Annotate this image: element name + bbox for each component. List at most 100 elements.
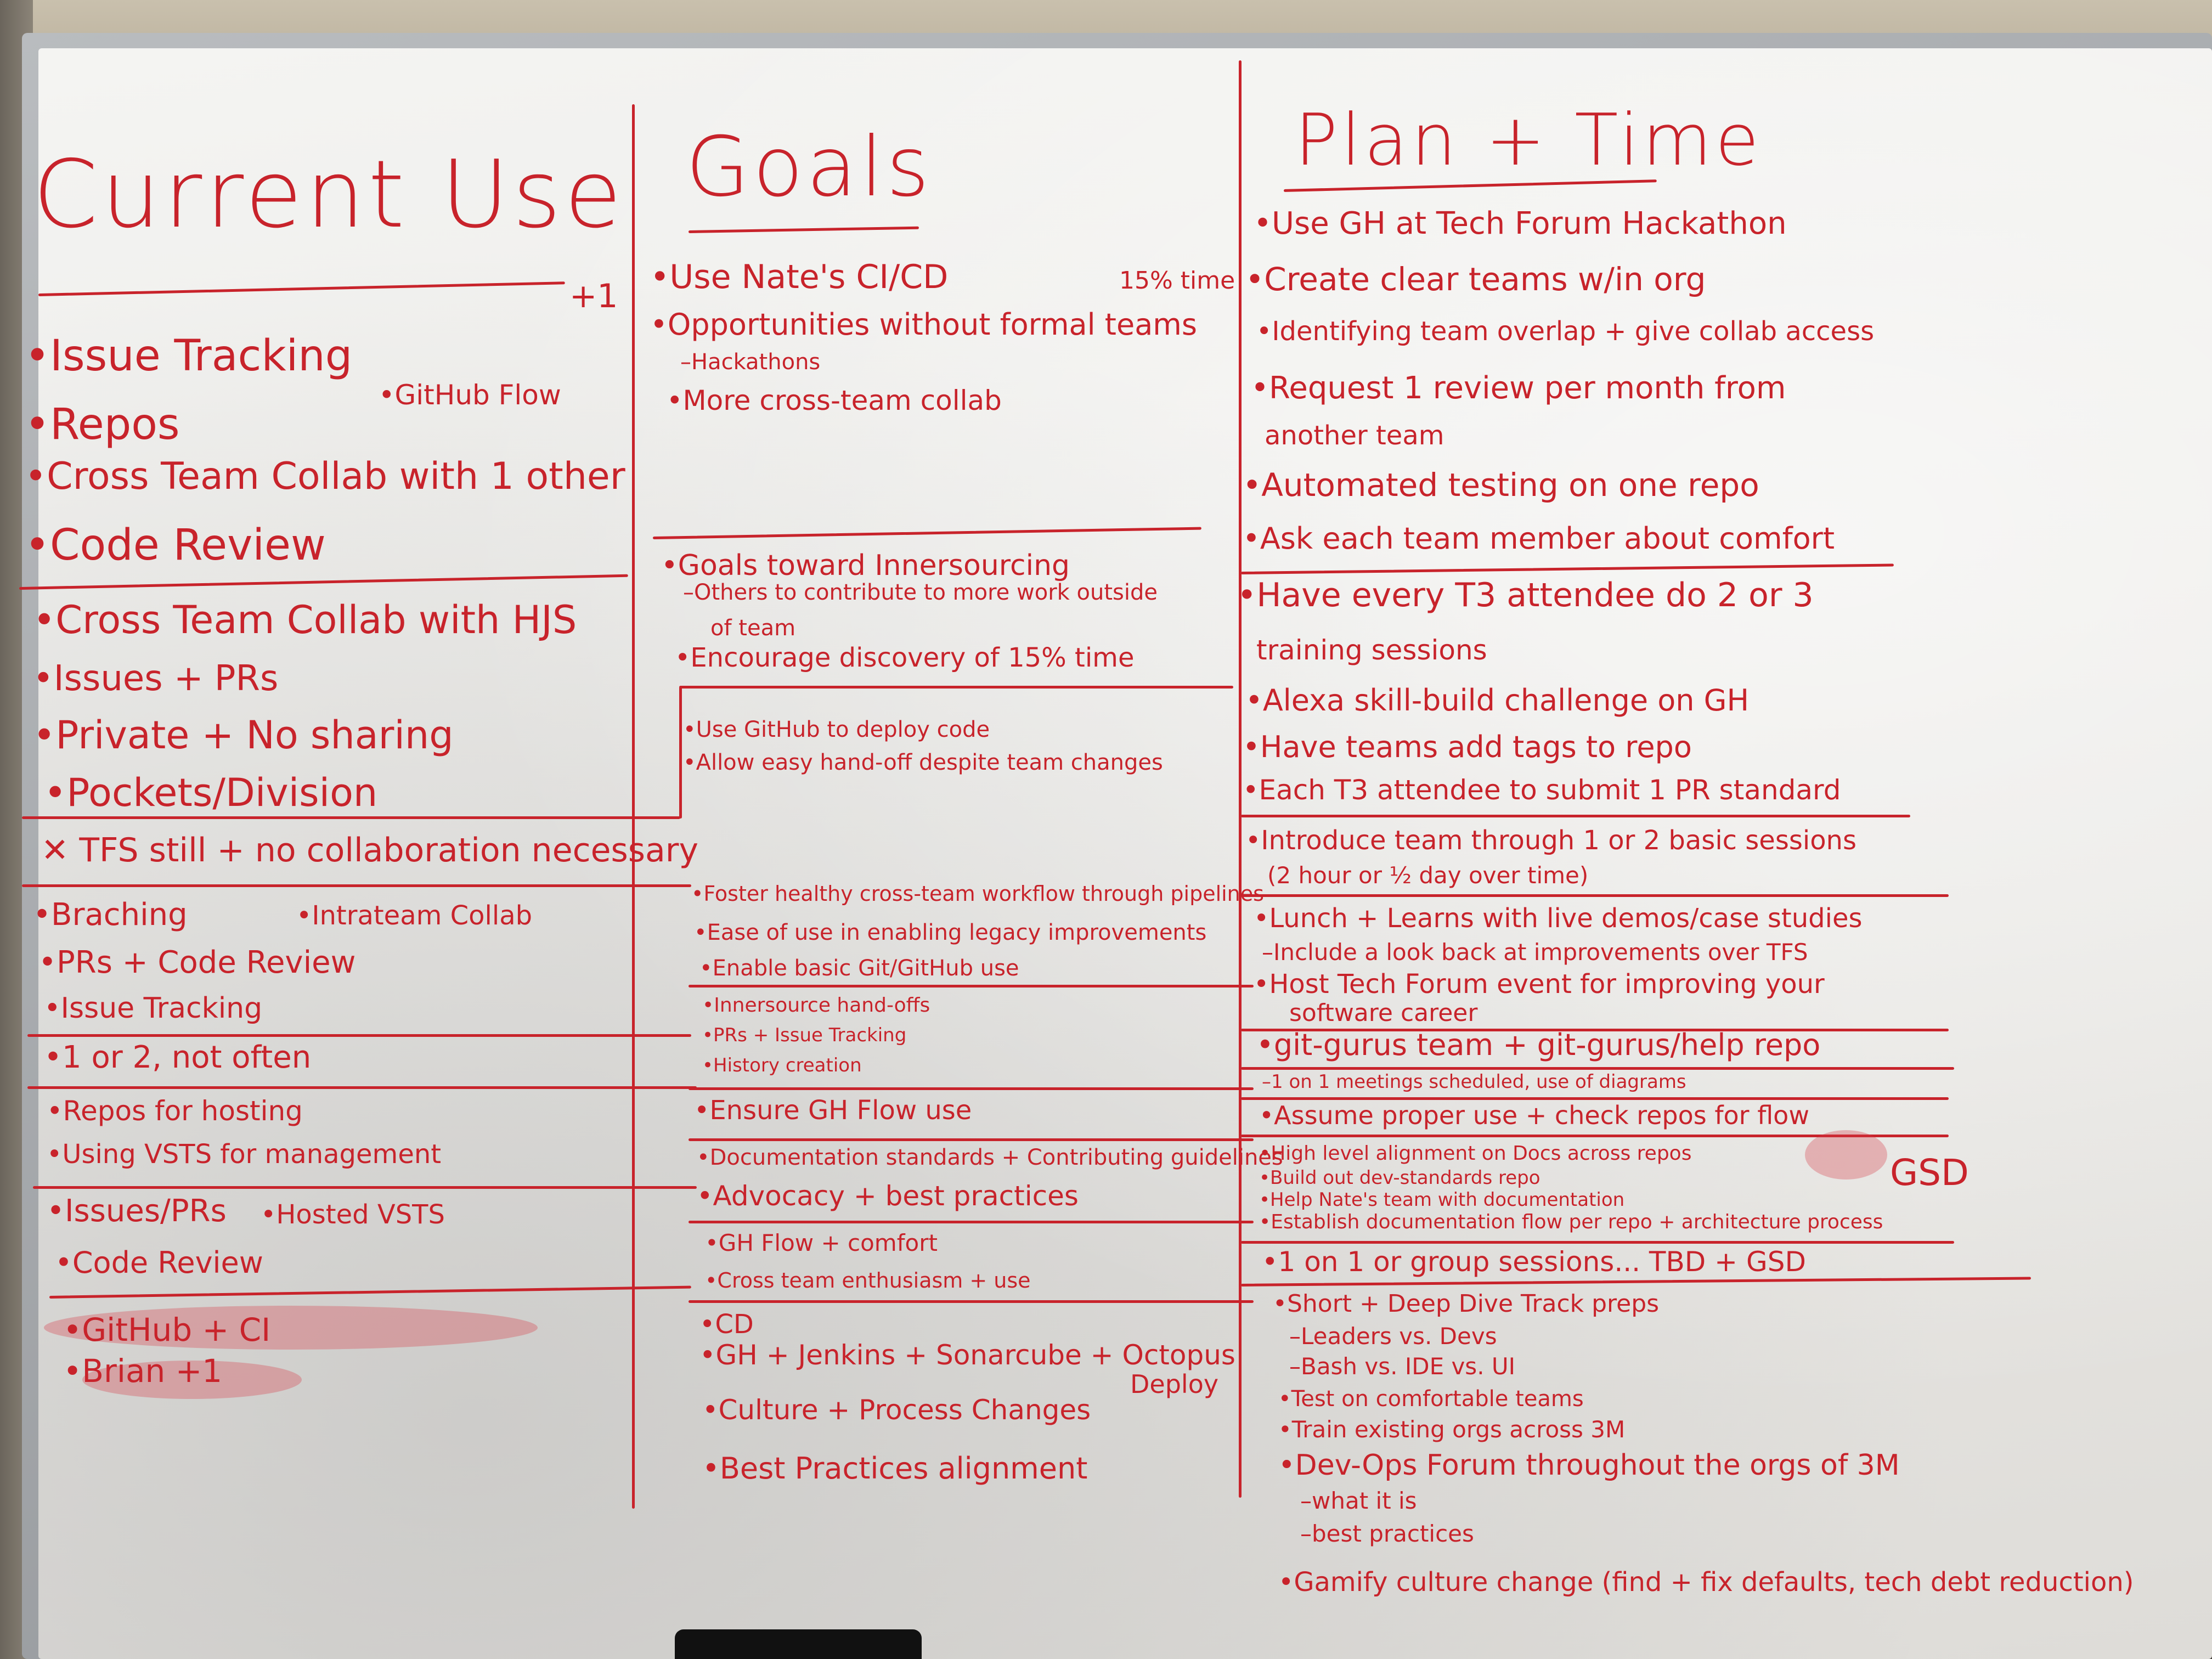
- list-item: •Introduce team through 1 or 2 basic ses…: [1245, 825, 1857, 856]
- list-item: •High level alignment on Docs across rep…: [1259, 1142, 1692, 1165]
- list-item: •Braching: [33, 897, 188, 933]
- list-item: •Use Nate's CI/CD: [650, 258, 949, 296]
- list-item: •Dev-Ops Forum throughout the orgs of 3M: [1278, 1449, 1900, 1482]
- list-item: •Have teams add tags to repo: [1243, 730, 1692, 764]
- list-item: –Include a look back at improvements ove…: [1262, 939, 1808, 966]
- list-item: •Cross Team Collab with 1 other: [25, 455, 625, 498]
- erased-smudge: [1805, 1130, 1887, 1180]
- list-item: •Each T3 attendee to submit 1 PR standar…: [1243, 774, 1841, 806]
- list-item: •Hosted VSTS: [261, 1199, 445, 1230]
- list-item: –1 on 1 meetings scheduled, use of diagr…: [1262, 1071, 1686, 1093]
- section-divider: [1241, 1135, 1949, 1137]
- section-divider: [33, 1186, 697, 1189]
- list-item: •PRs + Code Review: [38, 945, 356, 980]
- marker-tray: [675, 1629, 922, 1659]
- section-divider: [1241, 894, 1949, 897]
- list-item: –Leaders vs. Devs: [1289, 1323, 1497, 1350]
- list-item: •CD: [699, 1309, 754, 1340]
- section-divider: [1241, 1097, 1949, 1100]
- erased-smudge: [44, 1306, 538, 1350]
- current-use-header: Current Use: [33, 140, 625, 249]
- list-item: •git-gurus team + git-gurus/help repo: [1256, 1028, 1821, 1062]
- section-divider: [689, 985, 1254, 988]
- plus-one-note: +1: [569, 277, 618, 315]
- list-item: •GH + Jenkins + Sonarcube + Octopus: [699, 1339, 1235, 1371]
- list-item: •Documentation standards + Contributing …: [697, 1145, 1283, 1170]
- list-item: •Short + Deep Dive Track preps: [1273, 1290, 1660, 1318]
- section-divider: [1241, 1029, 1949, 1031]
- list-item: •Request 1 review per month from: [1251, 370, 1786, 406]
- section-divider: [689, 1138, 1254, 1141]
- list-item: •History creation: [702, 1054, 862, 1076]
- list-item: •Enable basic Git/GitHub use: [699, 956, 1019, 981]
- list-item: •GitHub Flow: [379, 379, 561, 411]
- list-item: –what it is: [1300, 1487, 1417, 1514]
- list-item: –Bash vs. IDE vs. UI: [1289, 1353, 1516, 1380]
- list-item: •Use GitHub to deploy code: [683, 717, 990, 742]
- list-item: •1 on 1 or group sessions... TBD + GSD: [1262, 1246, 1806, 1278]
- list-item: •Private + No sharing: [33, 713, 454, 758]
- list-item: •Gamify culture change (find + fix defau…: [1278, 1567, 2134, 1598]
- list-item: •Foster healthy cross-team workflow thro…: [691, 882, 1264, 906]
- list-item: •Automated testing on one repo: [1243, 466, 1759, 504]
- list-item: •Test on comfortable teams: [1278, 1386, 1584, 1412]
- list-item: •Intrateam Collab: [296, 900, 533, 931]
- whiteboard-surface: [38, 48, 2212, 1659]
- list-item: •GH Flow + comfort: [705, 1229, 938, 1256]
- list-item: •Establish documentation flow per repo +…: [1259, 1211, 1883, 1233]
- list-item: •Opportunities without formal teams: [650, 307, 1198, 342]
- list-item: •Issue Tracking: [25, 331, 353, 381]
- section-divider: [689, 1221, 1254, 1223]
- list-item: •Have every T3 attendee do 2 or 3: [1237, 576, 1814, 614]
- list-item: •Culture + Process Changes: [702, 1394, 1091, 1426]
- erased-smudge: [82, 1361, 302, 1399]
- gsd-note: GSD: [1890, 1152, 1969, 1194]
- list-item: •Host Tech Forum event for improving you…: [1254, 969, 1825, 1000]
- list-item: •GitHub + CI: [63, 1311, 271, 1348]
- list-item: •Encourage discovery of 15% time: [675, 642, 1135, 673]
- list-item: •Alexa skill-build challenge on GH: [1245, 683, 1750, 718]
- list-item: –Others to contribute to more work outsi…: [683, 580, 1158, 605]
- list-item: training sessions: [1256, 634, 1487, 666]
- list-item: •More cross-team collab: [667, 385, 1002, 416]
- section-divider: [689, 1087, 1254, 1090]
- section-divider: [1241, 815, 1910, 817]
- list-item: •Using VSTS for management: [47, 1139, 442, 1170]
- list-item: •Repos for hosting: [47, 1095, 303, 1127]
- list-item: software career: [1289, 999, 1478, 1027]
- list-item: •Issues + PRs: [33, 658, 279, 699]
- list-item: •Issues/PRs: [47, 1193, 227, 1229]
- list-item: •Brian +1: [63, 1352, 223, 1390]
- list-item: •Ensure GH Flow use: [694, 1095, 972, 1126]
- list-item: •Allow easy hand-off despite team change…: [683, 750, 1163, 775]
- goals-header: Goals: [686, 120, 933, 215]
- list-item: •PRs + Issue Tracking: [702, 1024, 907, 1046]
- list-item: •Ask each team member about comfort: [1243, 521, 1835, 556]
- section-divider: [22, 884, 691, 887]
- time-note: 15% time: [1119, 267, 1235, 295]
- list-item: •Identifying team overlap + give collab …: [1256, 316, 1875, 347]
- list-item: •Cross team enthusiasm + use: [705, 1268, 1031, 1293]
- column-divider-left: [632, 104, 635, 1509]
- section-divider: [1241, 1067, 1954, 1070]
- list-item: •Assume proper use + check repos for flo…: [1259, 1101, 1809, 1130]
- x-note: ✕ TFS still + no collaboration necessary: [41, 831, 698, 870]
- section-divider: [22, 816, 680, 819]
- section-divider: [27, 1086, 697, 1089]
- list-item: •Best Practices alignment: [702, 1451, 1088, 1486]
- list-item: Deploy: [1130, 1369, 1219, 1399]
- list-item: (2 hour or ½ day over time): [1267, 862, 1589, 889]
- list-item: •Cross Team Collab with HJS: [33, 597, 577, 642]
- bracket-top: [679, 686, 1233, 689]
- list-item: •Issue Tracking: [44, 992, 263, 1025]
- list-item: •Help Nate's team with documentation: [1259, 1189, 1625, 1211]
- column-divider-right: [1239, 60, 1242, 1498]
- list-item: –Hackathons: [680, 349, 821, 375]
- list-item: •Advocacy + best practices: [697, 1180, 1079, 1212]
- list-item: •Repos: [25, 400, 180, 449]
- list-item: •1 or 2, not often: [44, 1040, 312, 1075]
- list-item: •Ease of use in enabling legacy improvem…: [694, 920, 1207, 945]
- section-divider: [1241, 1241, 1954, 1244]
- list-item: •Code Review: [55, 1245, 263, 1280]
- list-item: •Create clear teams w/in org: [1245, 261, 1706, 298]
